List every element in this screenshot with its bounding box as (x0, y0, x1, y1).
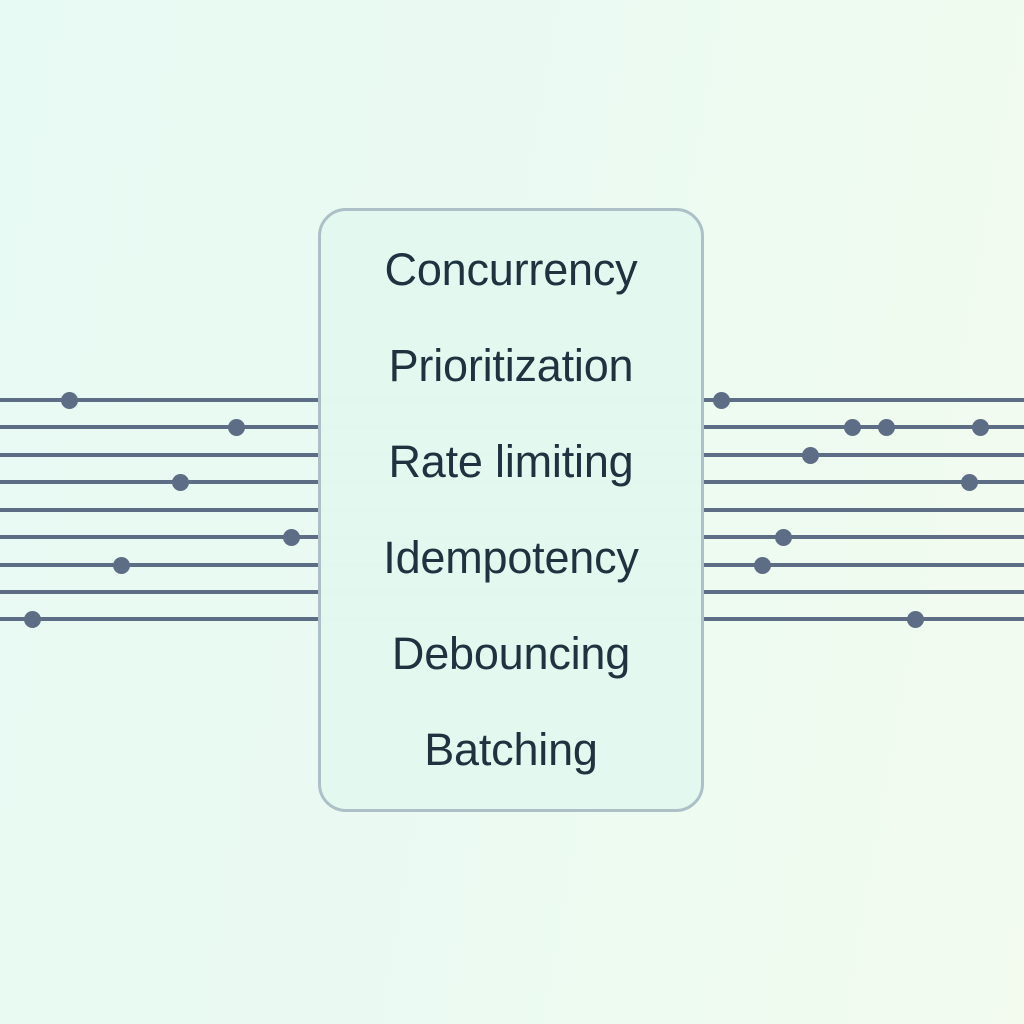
rail-dot-left-6-0 (112, 556, 130, 574)
rail-dot-right-6-0 (753, 556, 771, 574)
rail-left-8 (0, 617, 318, 621)
rail-left-1 (0, 425, 318, 429)
rail-dot-left-0-0 (60, 391, 78, 409)
card-item-prioritization: Prioritization (388, 340, 634, 391)
card-item-rate-limiting: Rate limiting (388, 436, 634, 487)
rail-left-2 (0, 453, 318, 457)
rail-dot-left-8-0 (23, 610, 41, 628)
rail-dot-right-3-0 (960, 473, 978, 491)
rail-right-6 (704, 563, 1024, 567)
rail-right-7 (704, 590, 1024, 594)
rail-right-2 (704, 453, 1024, 457)
rail-dot-left-3-0 (171, 473, 189, 491)
card-item-concurrency: Concurrency (384, 244, 638, 295)
rail-dot-right-5-0 (774, 528, 792, 546)
concepts-card[interactable]: Concurrency Prioritization Rate limiting… (318, 208, 704, 812)
rail-dot-right-0-0 (712, 391, 730, 409)
rail-right-8 (704, 617, 1024, 621)
rail-right-4 (704, 508, 1024, 512)
card-item-batching: Batching (424, 724, 598, 775)
rail-dot-left-5-0 (282, 528, 300, 546)
rail-right-5 (704, 535, 1024, 539)
card-item-debouncing: Debouncing (391, 628, 631, 679)
rail-left-5 (0, 535, 318, 539)
rail-dot-right-2-0 (801, 446, 819, 464)
rail-dot-right-1-1 (877, 418, 895, 436)
rail-right-0 (704, 398, 1024, 402)
rail-left-6 (0, 563, 318, 567)
rail-left-7 (0, 590, 318, 594)
rail-right-3 (704, 480, 1024, 484)
rail-right-1 (704, 425, 1024, 429)
rail-dot-right-1-0 (843, 418, 861, 436)
card-item-idempotency: Idempotency (383, 532, 639, 583)
rail-dot-right-1-2 (971, 418, 989, 436)
rail-left-4 (0, 508, 318, 512)
rail-dot-left-1-0 (227, 418, 245, 436)
rail-dot-right-8-0 (906, 610, 924, 628)
rail-left-3 (0, 480, 318, 484)
rail-left-0 (0, 398, 318, 402)
